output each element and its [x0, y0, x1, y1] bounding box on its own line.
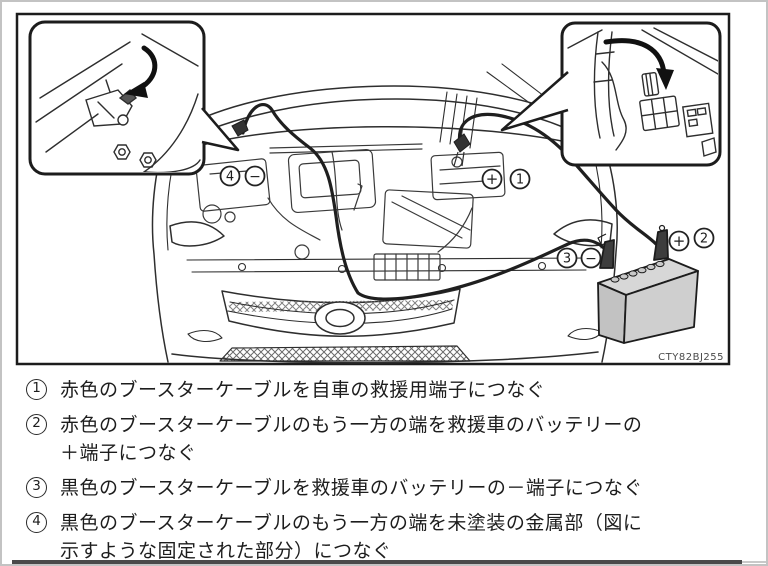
- instruction-text: 赤色のブースターケーブルを自車の救援用端子につなぐ: [60, 379, 546, 401]
- arrow-down-left-icon: [124, 82, 148, 98]
- instruction-list: 1 赤色のブースターケーブルを自車の救援用端子につなぐ 2 赤色のブースターケー…: [26, 376, 744, 564]
- section-divider-rule-light: [742, 561, 766, 563]
- negative-clamp: [599, 239, 615, 269]
- rescue-battery: [597, 224, 699, 344]
- instruction-number-badge: 4: [26, 512, 47, 533]
- instruction-number-badge: 2: [26, 414, 47, 435]
- svg-text:−: −: [585, 251, 597, 267]
- instruction-item-2: 2 赤色のブースターケーブルのもう一方の端を救援車のバッテリーの ＋端子につなぐ: [26, 411, 744, 467]
- svg-text:+: +: [673, 232, 686, 250]
- ground-clamp: [231, 119, 249, 137]
- positive-clamp: [653, 229, 669, 261]
- right-detail-callout: [500, 21, 722, 167]
- instruction-item-3: 3 黒色のブースターケーブルを救援車のバッテリーの－端子につなぐ: [26, 474, 744, 502]
- jump-terminal-clamp: [453, 133, 471, 153]
- svg-text:+: +: [486, 170, 499, 188]
- marker-2: 2: [693, 227, 715, 249]
- svg-text:3: 3: [563, 252, 571, 267]
- svg-text:4: 4: [226, 170, 234, 185]
- marker-plus-battery: +: [668, 230, 690, 252]
- figure-code: CTY82BJ255: [658, 352, 724, 363]
- instruction-item-4: 4 黒色のブースターケーブルのもう一方の端を未塗装の金属部（図に 示すような固定…: [26, 509, 744, 564]
- section-divider-rule: [12, 560, 742, 564]
- instruction-text: 赤色のブースターケーブルのもう一方の端を救援車のバッテリーの ＋端子につなぐ: [60, 414, 643, 464]
- instruction-text: 黒色のブースターケーブルのもう一方の端を未塗装の金属部（図に 示すような固定され…: [60, 512, 643, 562]
- marker-1: 1: [509, 168, 531, 190]
- diagram-markers: 4 − + 1 3 − +: [219, 165, 715, 269]
- marker-minus-ground: −: [244, 165, 266, 187]
- marker-4: 4: [219, 165, 241, 187]
- instruction-item-1: 1 赤色のブースターケーブルを自車の救援用端子につなぐ: [26, 376, 744, 404]
- left-detail-callout: [28, 20, 240, 176]
- svg-text:1: 1: [516, 173, 524, 188]
- marker-3: 3: [556, 247, 578, 269]
- arrow-down-icon: [656, 68, 674, 90]
- svg-text:−: −: [249, 169, 261, 185]
- marker-plus-own: +: [481, 168, 503, 190]
- instruction-number-badge: 3: [26, 477, 47, 498]
- svg-text:2: 2: [700, 232, 708, 247]
- marker-minus-battery: −: [580, 247, 602, 269]
- instruction-number-badge: 1: [26, 379, 47, 400]
- jump-start-diagram: 4 − + 1 3 − +: [15, 12, 731, 366]
- instruction-text: 黒色のブースターケーブルを救援車のバッテリーの－端子につなぐ: [60, 477, 643, 499]
- black-booster-cable: [241, 103, 607, 301]
